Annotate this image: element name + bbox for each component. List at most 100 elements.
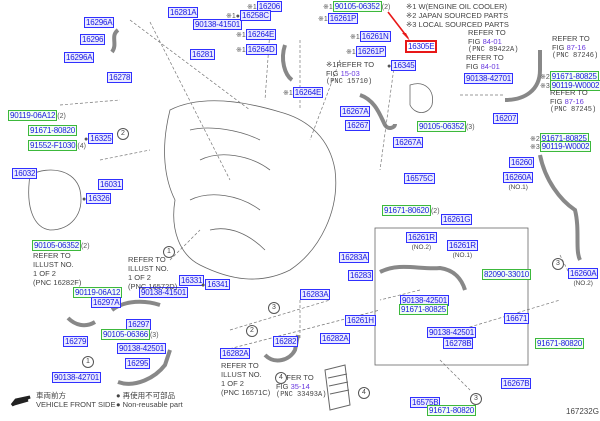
part-label-16260[interactable]: 16260 <box>509 157 535 168</box>
part-label-90138-42701[interactable]: 90138-42701 <box>52 372 101 383</box>
part-label-91671-80820[interactable]: 91671-80820 <box>535 338 584 349</box>
part-number[interactable]: 16032 <box>12 168 38 179</box>
part-number[interactable]: 16295 <box>125 358 151 369</box>
part-label-16261r[interactable]: 16261R(NO.1) <box>447 240 478 260</box>
part-label-82090-33010[interactable]: 82090-33010 <box>482 269 531 280</box>
part-number[interactable]: 90119-W0002 <box>549 80 600 91</box>
part-label-16575b[interactable]: 16575B <box>410 397 441 408</box>
fig-number-link[interactable]: 35-14 <box>290 382 310 391</box>
part-number[interactable]: 90138-42701 <box>464 73 513 84</box>
part-number[interactable]: 90119-W0002 <box>539 141 592 152</box>
part-number[interactable]: 91671-80820 <box>28 125 77 136</box>
part-number[interactable]: 16261N <box>359 31 391 42</box>
part-number[interactable]: 16267A <box>393 137 424 148</box>
part-number[interactable]: 16031 <box>98 179 124 190</box>
part-label-16282a[interactable]: 16282A <box>220 348 251 359</box>
part-label-16305e[interactable]: 16305E <box>405 40 438 53</box>
part-number[interactable]: 16283 <box>348 270 374 281</box>
part-label-16278b[interactable]: 16278B <box>443 338 474 349</box>
part-label-16341[interactable]: ●16341 <box>201 279 231 290</box>
part-label-16283a[interactable]: 16283A <box>300 289 331 300</box>
part-number[interactable]: 82090-33010 <box>482 269 531 280</box>
part-label-16671[interactable]: 16671 <box>504 313 530 324</box>
part-number[interactable]: 90105-06352 <box>417 121 466 132</box>
part-number[interactable]: 16261R <box>406 232 437 243</box>
part-number[interactable]: 16297A <box>91 297 122 308</box>
part-number[interactable]: 16260A <box>568 268 599 279</box>
part-number[interactable]: 90119-06A12 <box>8 110 58 121</box>
part-number[interactable]: 16261H <box>345 315 376 326</box>
part-label-16331[interactable]: 16331 <box>179 275 205 286</box>
part-label-91671-80620[interactable]: 91671-80620(2) <box>382 205 440 216</box>
part-number[interactable]: 16341 <box>205 279 231 290</box>
part-label-16261r[interactable]: 16261R(NO.2) <box>406 232 437 252</box>
part-number[interactable]: 16264E <box>292 87 324 98</box>
part-label-16297a[interactable]: 16297A <box>91 297 122 308</box>
part-number[interactable]: 16264D <box>245 44 277 55</box>
part-label-16345[interactable]: ●16345 <box>387 60 417 71</box>
part-label-90138-42501[interactable]: 90138-42501 <box>427 327 476 338</box>
part-number[interactable]: 16282A <box>220 348 251 359</box>
part-label-16282[interactable]: 16282 <box>273 336 299 347</box>
part-label-16031[interactable]: 16031 <box>98 179 124 190</box>
part-label-16296a[interactable]: 16296A <box>84 17 115 28</box>
part-number[interactable]: 91671-80620 <box>382 205 431 216</box>
part-number[interactable]: 91671-80820 <box>535 338 584 349</box>
part-label-91552-f1030[interactable]: 91552-F1030(4) <box>28 140 86 151</box>
part-number[interactable]: 90138-42501 <box>117 343 166 354</box>
part-number[interactable]: 16283A <box>300 289 331 300</box>
part-label-90119-06a12[interactable]: 90119-06A12(2) <box>8 110 66 121</box>
part-number[interactable]: 16326 <box>86 193 112 204</box>
part-number[interactable]: 16281 <box>190 49 216 60</box>
part-label-16278[interactable]: 16278 <box>107 72 133 83</box>
part-number[interactable]: 16345 <box>391 60 417 71</box>
part-number[interactable]: 91552-F1030 <box>28 140 78 151</box>
part-label-16267[interactable]: 16267 <box>345 120 371 131</box>
part-number[interactable]: 16278B <box>443 338 474 349</box>
part-number[interactable]: 16296A <box>84 17 115 28</box>
part-label-16281a[interactable]: 16281A <box>168 7 199 18</box>
part-label-16279[interactable]: 16279 <box>63 336 89 347</box>
part-label-90105-06352[interactable]: 90105-06352(2) <box>32 240 90 251</box>
part-number[interactable]: 16279 <box>63 336 89 347</box>
part-number[interactable]: 16260 <box>509 157 535 168</box>
part-label-16575c[interactable]: 16575C <box>404 173 435 184</box>
part-number[interactable]: 16261R <box>447 240 478 251</box>
part-label-16282a[interactable]: 16282A <box>320 333 351 344</box>
part-number[interactable]: 16282 <box>273 336 299 347</box>
part-label-16267b[interactable]: 16267B <box>501 378 532 389</box>
part-number[interactable]: 90138-42701 <box>52 372 101 383</box>
fig-number-link[interactable]: 84-01 <box>480 62 500 71</box>
part-label-16281[interactable]: 16281 <box>190 49 216 60</box>
fig-number-link[interactable]: 87-16 <box>566 43 586 52</box>
part-label-16325[interactable]: ●16325 <box>84 133 114 144</box>
part-number[interactable]: 90105-06352 <box>32 240 81 251</box>
part-number[interactable]: 90138-42501 <box>427 327 476 338</box>
part-number[interactable]: 16296A <box>64 52 95 63</box>
part-number[interactable]: 16267A <box>340 106 371 117</box>
part-number[interactable]: 16575B <box>410 397 441 408</box>
part-number[interactable]: 16325 <box>88 133 114 144</box>
fig-number-link[interactable]: 87-16 <box>564 97 584 106</box>
part-label-16261g[interactable]: 16261G <box>441 214 473 225</box>
part-label-16296a[interactable]: 16296A <box>64 52 95 63</box>
part-label-16295[interactable]: 16295 <box>125 358 151 369</box>
part-label-90138-42501[interactable]: 90138-42501 <box>117 343 166 354</box>
part-number[interactable]: 90105-06352 <box>332 1 382 12</box>
part-label-16283a[interactable]: 16283A <box>339 252 370 263</box>
part-number[interactable]: 16575C <box>404 173 435 184</box>
part-label-16267a[interactable]: 16267A <box>340 106 371 117</box>
part-number[interactable]: 16282A <box>320 333 351 344</box>
part-label-16258c[interactable]: ※1●16258C <box>226 10 271 21</box>
part-label-90138-42701[interactable]: 90138-42701 <box>464 73 513 84</box>
